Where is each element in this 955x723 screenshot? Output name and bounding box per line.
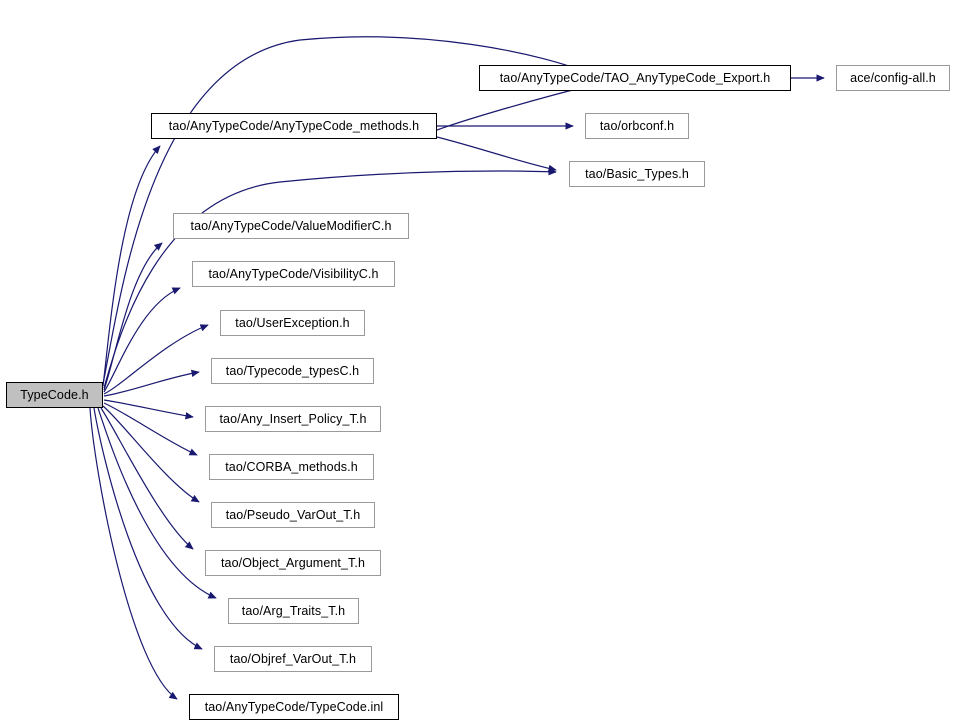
node-visibility_h[interactable]: tao/AnyTypeCode/VisibilityC.h — [192, 261, 395, 287]
edge-typecode_h-to-typecode_types_h — [103, 369, 200, 397]
node-corba_methods_h[interactable]: tao/CORBA_methods.h — [209, 454, 374, 480]
node-label-arg_traits_h: tao/Arg_Traits_T.h — [241, 603, 346, 618]
node-typecode_inl[interactable]: tao/AnyTypeCode/TypeCode.inl — [189, 694, 399, 720]
node-basic_types_h[interactable]: tao/Basic_Types.h — [569, 161, 705, 187]
node-label-typecode_inl: tao/AnyTypeCode/TypeCode.inl — [204, 699, 384, 714]
node-label-userexception_h: tao/UserException.h — [235, 315, 350, 330]
edge-typecode_h-to-any_insert_h — [103, 399, 194, 420]
edge-typecode_h-to-corba_methods_h — [103, 402, 198, 456]
node-orbconf_h[interactable]: tao/orbconf.h — [585, 113, 689, 139]
node-export_h[interactable]: tao/AnyTypeCode/TAO_AnyTypeCode_Export.h — [479, 65, 791, 91]
edge-methods_h-to-basic_types_h — [436, 136, 557, 172]
node-methods_h[interactable]: tao/AnyTypeCode/AnyTypeCode_methods.h — [151, 113, 437, 139]
edge-typecode_h-to-visibility_h — [103, 287, 181, 393]
node-label-export_h: tao/AnyTypeCode/TAO_AnyTypeCode_Export.h — [499, 70, 771, 85]
node-label-basic_types_h: tao/Basic_Types.h — [585, 166, 689, 181]
node-typecode_types_h[interactable]: tao/Typecode_typesC.h — [211, 358, 374, 384]
node-arg_traits_h[interactable]: tao/Arg_Traits_T.h — [228, 598, 359, 624]
node-label-visibility_h: tao/AnyTypeCode/VisibilityC.h — [208, 266, 379, 281]
node-label-pseudo_varout_h: tao/Pseudo_VarOut_T.h — [225, 507, 361, 522]
node-label-typecode_h: TypeCode.h — [20, 387, 89, 402]
node-label-methods_h: tao/AnyTypeCode/AnyTypeCode_methods.h — [168, 118, 420, 133]
edge-typecode_h-to-userexception_h — [103, 324, 209, 395]
node-label-config_all_h: ace/config-all.h — [850, 70, 936, 85]
node-label-object_arg_h: tao/Object_Argument_T.h — [220, 555, 366, 570]
node-config_all_h[interactable]: ace/config-all.h — [836, 65, 950, 91]
node-typecode_h[interactable]: TypeCode.h — [6, 382, 103, 408]
edge-typecode_h-to-pseudo_varout_h — [102, 405, 200, 503]
node-label-orbconf_h: tao/orbconf.h — [599, 118, 675, 133]
node-object_arg_h[interactable]: tao/Object_Argument_T.h — [205, 550, 381, 576]
node-label-typecode_types_h: tao/Typecode_typesC.h — [225, 363, 360, 378]
edge-typecode_h-to-objref_varout_h — [93, 407, 203, 650]
node-pseudo_varout_h[interactable]: tao/Pseudo_VarOut_T.h — [211, 502, 375, 528]
edge-typecode_h-to-methods_h — [102, 145, 161, 387]
edge-typecode_h-to-typecode_inl — [89, 407, 178, 700]
node-objref_varout_h[interactable]: tao/Objref_VarOut_T.h — [214, 646, 372, 672]
node-valuemodifier_h[interactable]: tao/AnyTypeCode/ValueModifierC.h — [173, 213, 409, 239]
node-any_insert_h[interactable]: tao/Any_Insert_Policy_T.h — [205, 406, 381, 432]
edge-typecode_h-to-object_arg_h — [100, 407, 194, 550]
edge-typecode_h-to-arg_traits_h — [97, 407, 217, 599]
edge-typecode_h-to-valuemodifier_h — [103, 242, 163, 391]
node-userexception_h[interactable]: tao/UserException.h — [220, 310, 365, 336]
node-label-objref_varout_h: tao/Objref_VarOut_T.h — [229, 651, 357, 666]
node-label-any_insert_h: tao/Any_Insert_Policy_T.h — [219, 411, 367, 426]
node-label-valuemodifier_h: tao/AnyTypeCode/ValueModifierC.h — [190, 218, 392, 233]
node-label-corba_methods_h: tao/CORBA_methods.h — [225, 459, 358, 474]
